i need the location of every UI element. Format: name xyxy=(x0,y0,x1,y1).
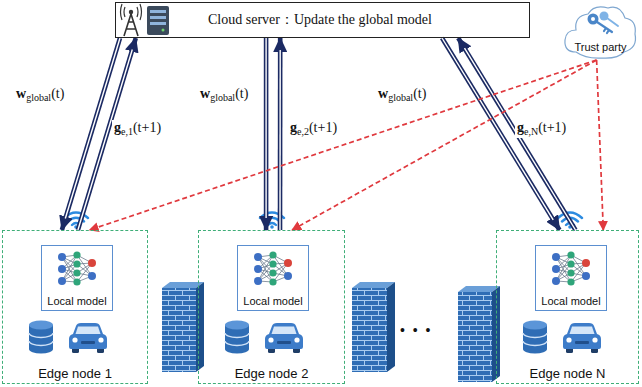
double-arrow xyxy=(280,38,281,230)
neural-net-icon xyxy=(58,251,96,285)
edge-node: Edge node 1 Local model xyxy=(2,230,148,384)
edge-node: Edge node N Local model xyxy=(496,230,639,384)
node-label: Edge node 1 xyxy=(38,366,112,381)
car-icon xyxy=(265,323,303,353)
database-icon xyxy=(29,321,53,354)
server-icon xyxy=(147,6,169,35)
firewall xyxy=(352,282,395,372)
neural-net-icon xyxy=(552,251,590,285)
antenna-icon xyxy=(121,4,142,36)
node-label: Edge node 2 xyxy=(235,366,309,381)
node-label: Local model xyxy=(243,295,302,307)
neural-net-icon xyxy=(254,251,292,285)
database-icon xyxy=(523,321,547,354)
double-arrow xyxy=(266,38,267,230)
node-label: Local model xyxy=(47,295,106,307)
firewall xyxy=(458,286,500,382)
car-icon xyxy=(563,323,601,353)
ellipsis-label: • • • xyxy=(400,322,432,338)
edge-label: wglobal(t) xyxy=(14,86,66,104)
dashed-arrow xyxy=(90,60,597,230)
local-model-box: Local model xyxy=(41,245,113,311)
database-icon xyxy=(225,321,249,354)
edge-label: ge,1(t+1) xyxy=(112,120,163,138)
dashed-arrow xyxy=(597,60,604,230)
car-icon xyxy=(69,323,107,353)
node-label: Edge node N xyxy=(530,366,606,381)
edge-node: Edge node 2 Local model xyxy=(198,230,345,384)
node-label: Local model xyxy=(541,295,600,307)
local-model-box: Local model xyxy=(535,245,607,311)
trust-party-cloud: Trust party xyxy=(562,2,639,60)
double-arrow xyxy=(78,38,136,230)
node-label: Trust party xyxy=(574,41,626,53)
double-arrow xyxy=(458,38,575,230)
edge-label: wglobal(t) xyxy=(198,86,250,104)
local-model-box: Local model xyxy=(237,245,309,311)
node-label: Cloud server：Update the global model xyxy=(208,11,432,29)
edge-label: ge,2(t+1) xyxy=(288,120,339,138)
edge-label: wglobal(t) xyxy=(376,86,428,104)
dashed-arrow xyxy=(292,60,596,230)
cloud-server-box: Cloud server：Update the global model xyxy=(115,2,530,38)
edge-label: ge,N(t+1) xyxy=(515,120,568,138)
